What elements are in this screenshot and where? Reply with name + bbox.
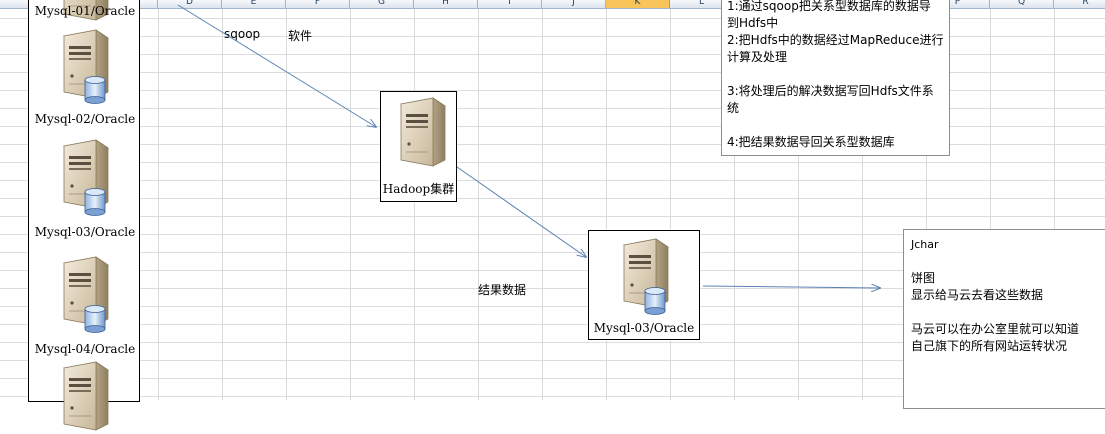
sqoop-label[interactable]: sqoop <box>224 27 261 41</box>
column-header-d[interactable]: D <box>158 0 222 8</box>
result-server-box[interactable]: Mysql-03/Oracle <box>588 230 700 340</box>
note-line: 4:把结果数据导回关系型数据库 <box>727 135 895 149</box>
note-line: 显示给马云去看这些数据 <box>911 288 1044 302</box>
software-label[interactable]: 软件 <box>288 29 313 43</box>
note-line: 饼图 <box>911 271 936 285</box>
steps-note-box[interactable]: 1:通过sqoop把关系型数据库的数据导 到Hdfs中 2:把Hdfs中的数据经… <box>721 0 950 156</box>
note-line: 统 <box>727 101 740 115</box>
jchar-note-box[interactable]: Jchar 饼图 显示给马云去看这些数据 马云可以在办公室里就可以知道 自己旗下… <box>903 229 1105 409</box>
column-header-f[interactable]: F <box>286 0 350 8</box>
database-icon <box>644 287 666 315</box>
note-line: Jchar <box>911 238 939 251</box>
column-header-k[interactable]: K <box>606 0 670 8</box>
note-line <box>911 253 1105 270</box>
note-line: 2:把Hdfs中的数据经过MapReduce进行 <box>727 33 944 47</box>
note-line: 1:通过sqoop把关系型数据库的数据导 <box>727 0 931 13</box>
note-line <box>911 304 1105 321</box>
note-line: 马云可以在办公室里就可以知道 <box>911 322 1080 336</box>
server-label: Mysql-01/Oracle <box>34 4 136 18</box>
database-icon <box>84 305 106 333</box>
note-line <box>727 66 949 83</box>
note-line: 自己旗下的所有网站运转状况 <box>911 339 1068 353</box>
database-icon <box>84 76 106 104</box>
hadoop-label: Hadoop集群 <box>382 182 455 196</box>
result-data-label[interactable]: 结果数据 <box>478 283 527 297</box>
note-line: 计算及处理 <box>727 50 788 64</box>
column-header-q[interactable]: Q <box>990 0 1054 8</box>
note-line: 到Hdfs中 <box>727 16 779 30</box>
database-icon <box>84 188 106 216</box>
server-icon <box>50 360 114 434</box>
column-header-g[interactable]: G <box>350 0 414 8</box>
column-header-e[interactable]: E <box>222 0 286 8</box>
note-line: 3:将处理后的解决数据写回Hdfs文件系 <box>727 84 934 98</box>
server-label: Mysql-03/Oracle <box>34 225 136 239</box>
column-header-h[interactable]: H <box>414 0 478 8</box>
server-icon <box>387 96 451 170</box>
column-header-i[interactable]: I <box>478 0 542 8</box>
column-header-r[interactable]: R <box>1054 0 1105 8</box>
note-line <box>727 117 949 134</box>
server-label: Mysql-03/Oracle <box>593 321 695 335</box>
hadoop-cluster-box[interactable]: Hadoop集群 <box>380 91 457 202</box>
column-header-p[interactable]: P <box>926 0 990 8</box>
server-label: Mysql-02/Oracle <box>34 112 136 126</box>
column-header-j[interactable]: J <box>542 0 606 8</box>
server-label: Mysql-04/Oracle <box>34 342 136 356</box>
